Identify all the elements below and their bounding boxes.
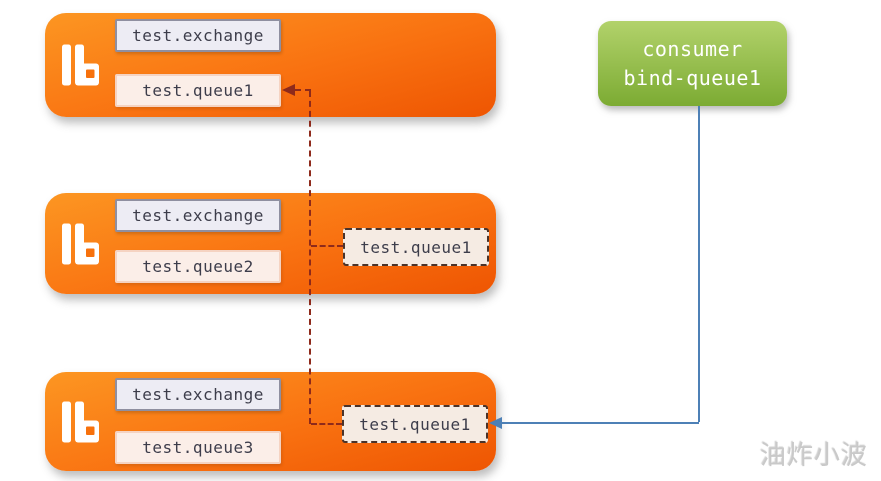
red-arrowhead-icon — [282, 84, 295, 96]
consumer-line-horizontal — [501, 422, 699, 424]
queue-label: test.queue1 — [115, 74, 281, 107]
rabbitmq-icon — [62, 223, 99, 264]
watermark: 油炸小波 — [760, 441, 869, 471]
rabbitmq-icon — [62, 44, 99, 86]
exchange-label: test.exchange — [115, 378, 281, 411]
mirror-line-top-segment — [295, 89, 311, 91]
queue-label: test.queue2 — [115, 250, 281, 283]
consumer-box: consumer bind-queue1 — [598, 21, 787, 106]
ghost-queue-box-broker-3: test.queue1 — [342, 405, 488, 443]
exchange-label: test.exchange — [115, 19, 281, 52]
consumer-label-line1: consumer — [642, 36, 743, 61]
blue-arrowhead-icon — [489, 417, 502, 429]
rabbitmq-icon — [62, 401, 99, 442]
mirror-line-branch-broker-3 — [311, 423, 342, 425]
ghost-queue-box-broker-2: test.queue1 — [343, 228, 489, 266]
consumer-line-vertical — [698, 106, 700, 422]
mirror-line-branch-broker-2 — [311, 245, 343, 247]
queue-label: test.queue3 — [115, 431, 281, 464]
broker-box-1: test.exchange test.queue1 — [45, 13, 496, 117]
consumer-label-line2: bind-queue1 — [623, 65, 762, 90]
broker-box-2: test.exchange test.queue2 — [45, 193, 496, 294]
exchange-label: test.exchange — [115, 199, 281, 232]
mirror-line-vertical — [309, 91, 311, 424]
